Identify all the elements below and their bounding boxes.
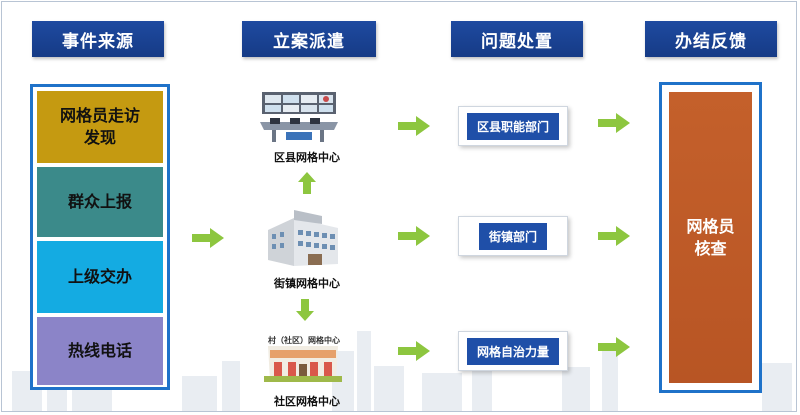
arrow-down-icon bbox=[296, 299, 314, 321]
arrow-right-icon bbox=[598, 113, 630, 133]
arrow-right-icon bbox=[398, 226, 430, 246]
source-grid-visit: 网格员走访发现 bbox=[37, 91, 163, 163]
stage-header-feedback: 办结反馈 bbox=[645, 21, 777, 57]
skyline-background bbox=[12, 331, 792, 411]
source-superior-assign: 上级交办 bbox=[37, 241, 163, 313]
feedback-group: 网格员核查 bbox=[659, 82, 762, 393]
grid-verify-block: 网格员核查 bbox=[669, 92, 752, 383]
dept-street: 街镇部门 bbox=[458, 216, 568, 256]
stage-header-dispatch: 立案派遣 bbox=[242, 21, 376, 57]
dept-grid: 网格自治力量 bbox=[458, 331, 568, 371]
dept-street-label: 街镇部门 bbox=[478, 222, 547, 250]
stage-header-source: 事件来源 bbox=[32, 21, 164, 57]
arrow-up-icon bbox=[298, 172, 316, 194]
office-building-illustration bbox=[268, 210, 338, 266]
control-room-illustration bbox=[260, 92, 338, 142]
district-center-label: 区县网格中心 bbox=[274, 151, 340, 164]
community-center-label: 社区网格中心 bbox=[274, 395, 340, 408]
dept-grid-label: 网格自治力量 bbox=[466, 337, 559, 365]
dept-district-label: 区县职能部门 bbox=[466, 112, 559, 140]
source-public-report: 群众上报 bbox=[37, 167, 163, 237]
arrow-right-icon bbox=[398, 341, 430, 361]
arrow-right-icon bbox=[192, 228, 224, 248]
source-hotline: 热线电话 bbox=[37, 317, 163, 385]
stage-header-handling: 问题处置 bbox=[451, 21, 583, 57]
arrow-right-icon bbox=[398, 116, 430, 136]
dept-district: 区县职能部门 bbox=[458, 106, 568, 146]
event-source-group: 网格员走访发现 群众上报 上级交办 热线电话 bbox=[30, 84, 170, 390]
community-center-illustration bbox=[264, 346, 342, 382]
street-center-label: 街镇网格中心 bbox=[274, 277, 340, 290]
community-sign-text: 村（社区）网格中心 bbox=[268, 336, 340, 345]
arrow-right-icon bbox=[598, 337, 630, 357]
arrow-right-icon bbox=[598, 226, 630, 246]
